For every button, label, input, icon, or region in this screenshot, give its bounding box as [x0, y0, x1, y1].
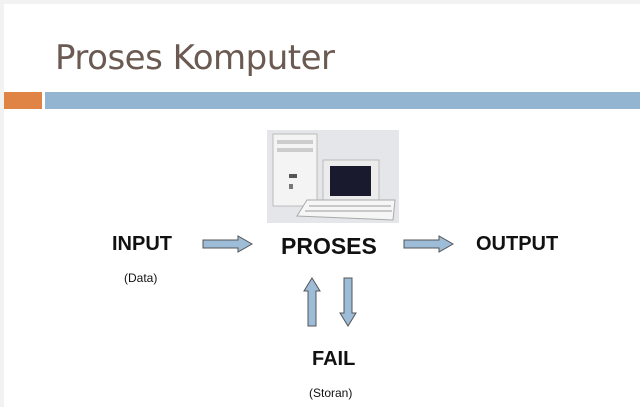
storage-label: FAIL — [312, 348, 356, 370]
storage-sublabel: (Storan) — [309, 386, 353, 400]
arrow-right-icon — [202, 235, 254, 253]
accent-bar-blue — [45, 92, 640, 109]
computer-image — [267, 130, 399, 223]
process-label: PROSES — [281, 233, 377, 259]
input-label: INPUT — [112, 233, 172, 255]
slide-title: Proses Komputer — [55, 38, 335, 78]
slide: Proses Komputer INPUT (Data) PROSES OUTP… — [4, 4, 640, 407]
input-sublabel: (Data) — [124, 271, 158, 285]
output-label: OUTPUT — [476, 233, 559, 255]
accent-bar-orange — [4, 92, 42, 109]
arrow-up-icon — [303, 277, 321, 327]
arrow-down-icon — [339, 277, 357, 327]
arrow-right-icon — [403, 235, 455, 253]
